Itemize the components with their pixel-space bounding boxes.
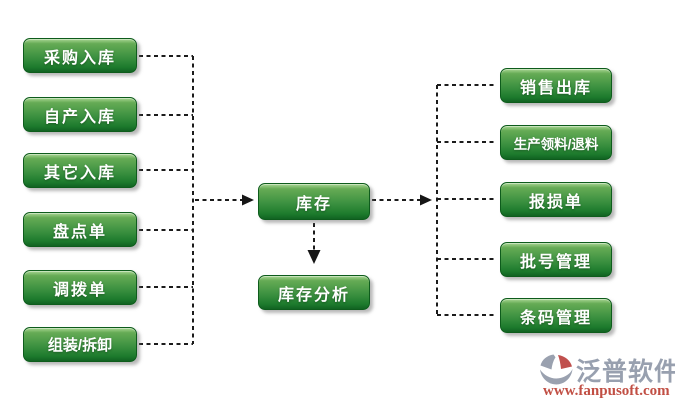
node-batch-number-management: 批号管理: [500, 242, 612, 277]
node-production-material-return: 生产领料/退料: [500, 125, 612, 160]
node-damage-report: 报损单: [500, 182, 612, 217]
node-other-inbound: 其它入库: [23, 153, 137, 188]
node-barcode-management: 条码管理: [500, 298, 612, 333]
arrowhead-down-icon: [307, 250, 321, 264]
fanpu-watermark: 泛普软件 www.fanpusoft.com: [536, 350, 675, 404]
brand-url: www.fanpusoft.com: [543, 383, 670, 399]
node-sales-outbound: 销售出库: [500, 68, 612, 103]
arrowhead-right-icon: [420, 194, 432, 206]
node-purchase-inbound: 采购入库: [23, 38, 137, 73]
node-transfer-order: 调拨单: [23, 270, 137, 305]
fanpu-logo-icon: [540, 354, 573, 385]
node-assembly-disassembly: 组装/拆卸: [23, 327, 137, 362]
node-self-produced-inbound: 自产入库: [23, 97, 137, 132]
brand-name: 泛普软件: [576, 358, 675, 386]
arrowhead-right-icon: [242, 194, 254, 206]
node-stocktaking-sheet: 盘点单: [23, 212, 137, 247]
node-inventory-analysis: 库存分析: [258, 275, 370, 310]
node-inventory: 库存: [258, 183, 370, 220]
